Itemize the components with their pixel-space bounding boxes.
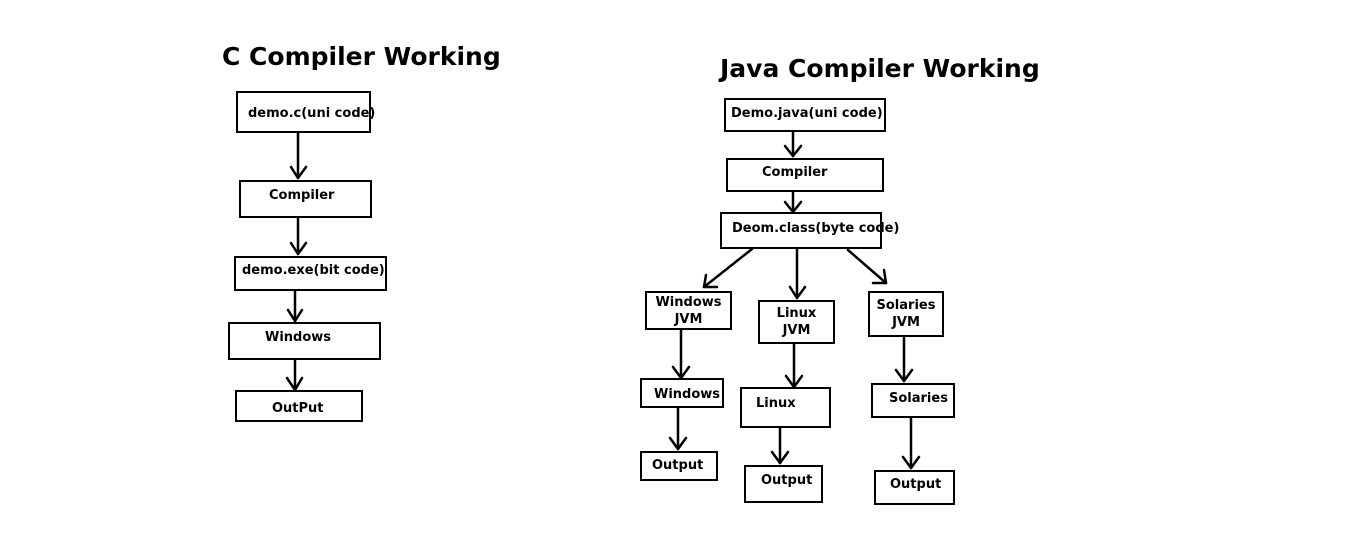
node-c-source: demo.c(uni code) bbox=[236, 91, 375, 133]
node-label: Windows bbox=[265, 330, 332, 345]
node-label: Compiler bbox=[762, 165, 828, 180]
node-label: Output bbox=[652, 458, 704, 473]
arrow-java-compiler-to-bytecode bbox=[783, 190, 803, 214]
arrow-windows-to-output bbox=[668, 406, 688, 451]
arrow-linux-to-output bbox=[770, 426, 790, 465]
node-c-output: OutPut bbox=[235, 390, 363, 422]
node-linux-jvm: Linux JVM bbox=[758, 300, 835, 344]
node-java-bytecode: Deom.class(byte code) bbox=[720, 212, 899, 249]
node-label: demo.exe(bit code) bbox=[242, 263, 385, 278]
node-solaries-jvm: Solaries JVM bbox=[868, 291, 944, 337]
node-label: Solaries JVM bbox=[876, 298, 936, 330]
node-label: Windows bbox=[654, 387, 721, 402]
node-label: Output bbox=[890, 477, 942, 492]
node-label: Windows JVM bbox=[655, 294, 722, 327]
node-solaries-os: Solaries bbox=[871, 383, 955, 418]
arrow-exe-to-windows bbox=[286, 289, 304, 323]
node-label: Deom.class(byte code) bbox=[732, 221, 900, 236]
node-java-source: Demo.java(uni code) bbox=[724, 98, 886, 132]
node-c-compiler: Compiler bbox=[239, 180, 372, 218]
arrow-bytecode-to-solaries-jvm bbox=[846, 248, 888, 285]
node-label: Linux bbox=[756, 396, 796, 411]
arrow-bytecode-to-windows-jvm bbox=[702, 247, 754, 289]
arrow-solaries-to-output bbox=[901, 416, 921, 470]
node-linux-os: Linux bbox=[740, 387, 831, 428]
arrow-java-source-to-compiler bbox=[783, 130, 803, 158]
node-label: Output bbox=[761, 473, 813, 488]
arrow-windows-jvm-to-windows bbox=[671, 328, 691, 380]
node-c-exe: demo.exe(bit code) bbox=[234, 256, 387, 291]
node-windows-os: Windows bbox=[640, 378, 724, 408]
java-diagram-title: Java Compiler Working bbox=[720, 54, 1040, 83]
node-solaries-output: Output bbox=[874, 470, 955, 505]
node-java-compiler: Compiler bbox=[726, 158, 884, 192]
node-label: Compiler bbox=[269, 188, 335, 203]
arrow-linux-jvm-to-linux bbox=[784, 342, 804, 389]
node-label: demo.c(uni code) bbox=[248, 106, 376, 121]
arrow-bytecode-to-linux-jvm bbox=[788, 247, 807, 300]
node-label: Solaries bbox=[889, 391, 948, 406]
node-label: Demo.java(uni code) bbox=[731, 106, 883, 121]
c-diagram-title: C Compiler Working bbox=[222, 42, 501, 71]
node-label: OutPut bbox=[272, 401, 324, 416]
node-linux-output: Output bbox=[744, 465, 823, 503]
arrow-solaries-jvm-to-solaries bbox=[894, 335, 914, 383]
arrow-compiler-to-exe bbox=[289, 216, 308, 256]
arrow-windows-to-output bbox=[285, 358, 304, 392]
node-c-windows: Windows bbox=[228, 322, 381, 360]
arrow-source-to-compiler bbox=[289, 131, 308, 180]
node-windows-output: Output bbox=[640, 451, 718, 481]
node-label: Linux JVM bbox=[776, 306, 817, 338]
node-windows-jvm: Windows JVM bbox=[645, 291, 732, 330]
